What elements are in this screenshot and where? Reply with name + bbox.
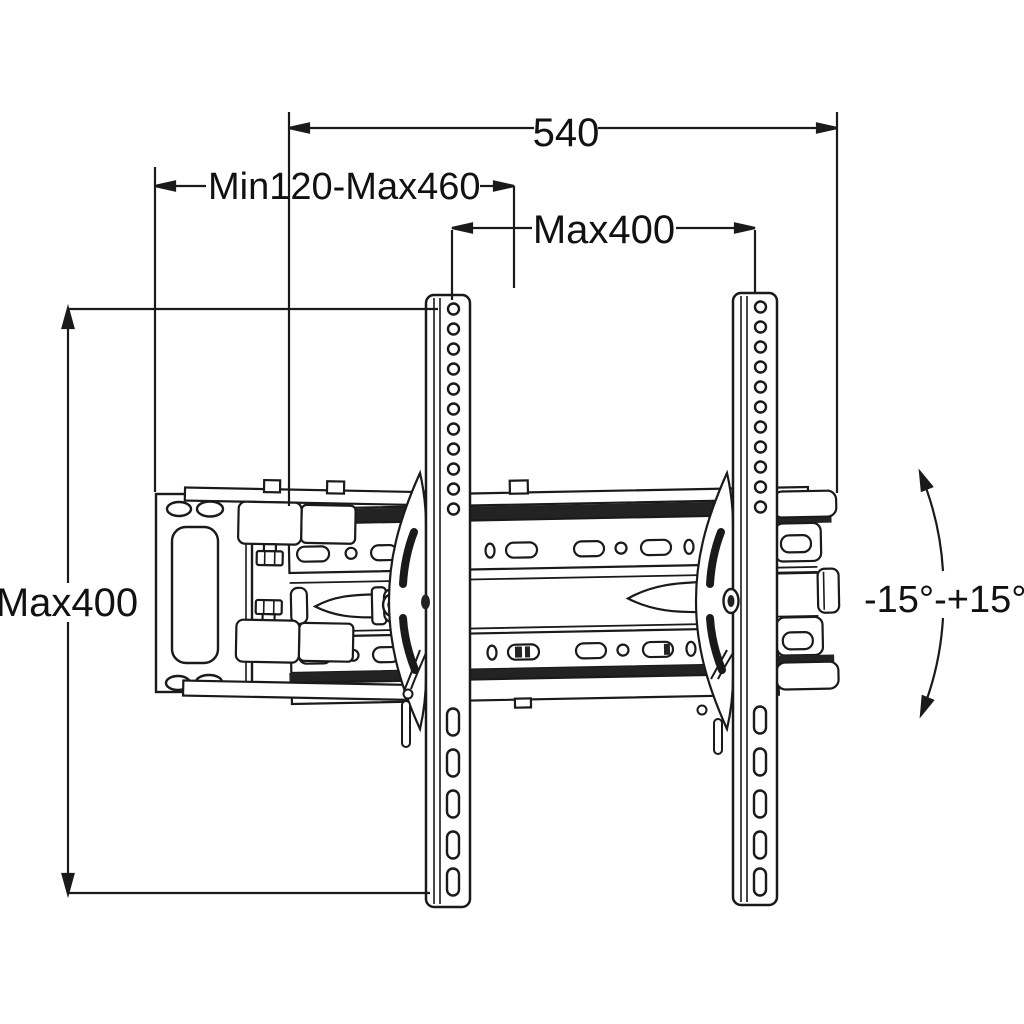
arrowhead <box>288 122 311 134</box>
left-bracket-slots <box>445 707 461 897</box>
latch-pull-pin <box>713 718 723 755</box>
arrowhead <box>919 694 935 719</box>
tilt-plate-edge <box>816 567 841 614</box>
arrowhead <box>918 468 934 493</box>
tilt-pivot-end <box>421 594 430 610</box>
mount-slot <box>639 538 673 557</box>
arrowhead <box>61 303 75 330</box>
dim-overall-width-label: 540 <box>533 111 600 155</box>
right-bracket-holes <box>753 300 768 514</box>
arm-tab <box>325 480 346 495</box>
right-tilt-pivot-center <box>727 595 735 607</box>
tilt-arc <box>918 468 945 719</box>
tilt-range-label: -15°-+15° <box>864 579 1024 621</box>
arrowhead <box>492 180 515 192</box>
mount-slot <box>506 643 541 661</box>
mount-slot <box>295 545 331 563</box>
left-vertical-bracket <box>424 293 472 909</box>
right-crescent-slot <box>706 528 725 588</box>
left-crescent-slot <box>399 528 418 588</box>
bolt-nut <box>254 598 283 616</box>
arrowhead <box>733 222 756 234</box>
mount-slot <box>779 534 813 554</box>
wall-plate-slot <box>170 525 220 665</box>
lower-right-cap <box>775 660 840 691</box>
latch-pull-pin <box>401 700 411 748</box>
mount-hole <box>614 541 628 555</box>
top-tab <box>508 479 530 495</box>
right-vertical-bracket <box>731 291 779 907</box>
arrowhead <box>451 222 474 234</box>
dim-vesa-width-label: Max400 <box>533 208 675 252</box>
upper-arm-pivot-block <box>237 500 303 546</box>
dimension-lines <box>61 112 839 899</box>
arrowhead <box>815 122 838 134</box>
wall-plate <box>154 492 254 694</box>
bottom-tab <box>513 697 533 709</box>
dim-vesa-height-label: Max400 <box>0 581 138 625</box>
latch-pin-hole <box>696 704 708 716</box>
right-crescent-slot <box>706 614 726 674</box>
right-bracket-slots <box>752 705 768 897</box>
upper-arm-link <box>300 503 357 545</box>
wall-plate-hole <box>195 500 225 518</box>
mount-hole <box>486 644 498 661</box>
mount-hole <box>484 542 496 559</box>
mount-hole <box>616 643 630 657</box>
articulating-arms <box>181 478 428 702</box>
mount-slot <box>574 641 608 660</box>
upper-right-cap <box>772 489 838 519</box>
dim-extension-range-label: Min120-Max460 <box>208 166 480 208</box>
mount-slot <box>504 541 539 559</box>
mount-hole <box>344 546 358 560</box>
latch-pin-hole <box>402 688 414 700</box>
band-left-cap <box>289 586 309 625</box>
lower-arm-bar <box>181 679 425 702</box>
arrowhead <box>61 872 75 899</box>
bolt-nut <box>255 549 284 567</box>
mount-slot <box>781 631 814 651</box>
lower-arm-link <box>297 621 355 663</box>
left-bracket-holes <box>446 302 461 516</box>
arm-tab <box>262 478 282 494</box>
wall-plate-hole <box>165 500 193 518</box>
lower-arm-pivot-block <box>234 618 301 664</box>
latch-details <box>401 587 740 755</box>
mount-hole <box>685 640 697 657</box>
mount-slot <box>572 539 606 558</box>
mount-hole <box>683 538 695 555</box>
